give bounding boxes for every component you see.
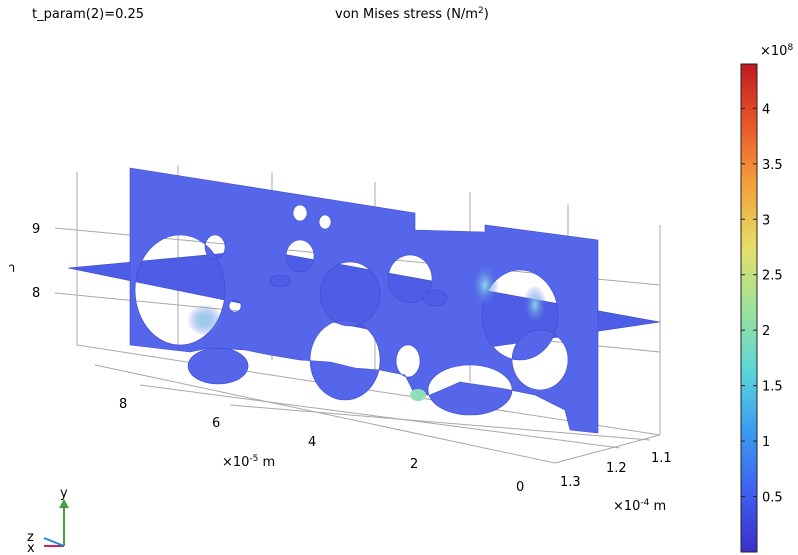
colorbar-tick-label: 1.5: [762, 380, 783, 395]
vertical-slice: [129, 167, 599, 434]
y-tick: 2: [410, 457, 418, 472]
triad-z-axis: [43, 537, 65, 547]
y-unit: m: [258, 455, 275, 470]
colorbar-ticks: 0.5 1 1.5 2 2.5 3 3.5 4: [741, 102, 783, 506]
colorbar-tick-label: 3.5: [762, 158, 783, 173]
stress-hotspots: [187, 263, 547, 401]
triad-x-label: x: [27, 541, 35, 555]
y-axis-multiplier: ×10-5 m: [222, 454, 275, 470]
plot-title: von Mises stress (N/m2): [335, 6, 489, 22]
y-tick-labels: 8 6 4 2 0: [119, 397, 524, 495]
triad-y-arrow: [59, 499, 69, 508]
colorbar-tick-label: 2: [762, 324, 770, 339]
x-tick: 1.2: [606, 461, 627, 476]
hotspot: [471, 263, 499, 307]
colorbar-mult-exp: 8: [787, 43, 793, 53]
colorbar: [740, 63, 758, 553]
axis-triad: y z x: [27, 486, 69, 555]
hotspot: [523, 285, 547, 325]
title-suffix: ): [484, 7, 489, 22]
triad-z-label: z: [27, 530, 34, 545]
colorbar-multiplier: ×108: [760, 43, 793, 59]
title-prefix: von Mises stress (N/m: [335, 7, 478, 22]
parameter-label: t_param(2)=0.25: [32, 7, 144, 22]
colorbar-mult-base: ×10: [760, 44, 787, 59]
axis-partial-label: า: [8, 261, 15, 276]
colorbar-tick-label: 4: [762, 102, 770, 117]
colorbar-tick-label: 2.5: [762, 269, 783, 284]
z-tick-labels: 9 8 า: [8, 222, 40, 301]
grid-floor: [554, 434, 661, 464]
grid-floor: [94, 364, 556, 464]
triad-y-label: y: [60, 486, 68, 501]
y-tick: 0: [516, 480, 524, 495]
horizontal-slice: [67, 249, 661, 351]
y-mult-exp: -5: [249, 454, 258, 464]
title-sup: 2: [478, 6, 484, 16]
z-tick: 8: [32, 286, 40, 301]
z-tick: 9: [32, 222, 40, 237]
y-tick: 8: [119, 397, 127, 412]
x-mult-base: ×10: [613, 499, 640, 514]
colorbar-tick-label: 3: [762, 213, 770, 228]
grid-floor: [139, 384, 621, 449]
x-tick-labels: 1.3 1.2 1.1: [560, 451, 672, 490]
y-tick: 6: [212, 416, 220, 431]
x-mult-exp: -4: [640, 498, 649, 508]
colorbar-tick-label: 1: [762, 435, 770, 450]
colorbar-tick-label: 0.5: [762, 491, 783, 506]
grid-floor: [229, 404, 651, 441]
x-axis-multiplier: ×10-4 m: [613, 498, 666, 514]
y-mult-base: ×10: [222, 455, 249, 470]
x-unit: m: [649, 499, 666, 514]
hotspot: [187, 304, 223, 336]
hotspot: [410, 389, 426, 401]
x-tick: 1.1: [651, 451, 672, 466]
y-tick: 4: [308, 435, 316, 450]
x-tick: 1.3: [560, 475, 581, 490]
